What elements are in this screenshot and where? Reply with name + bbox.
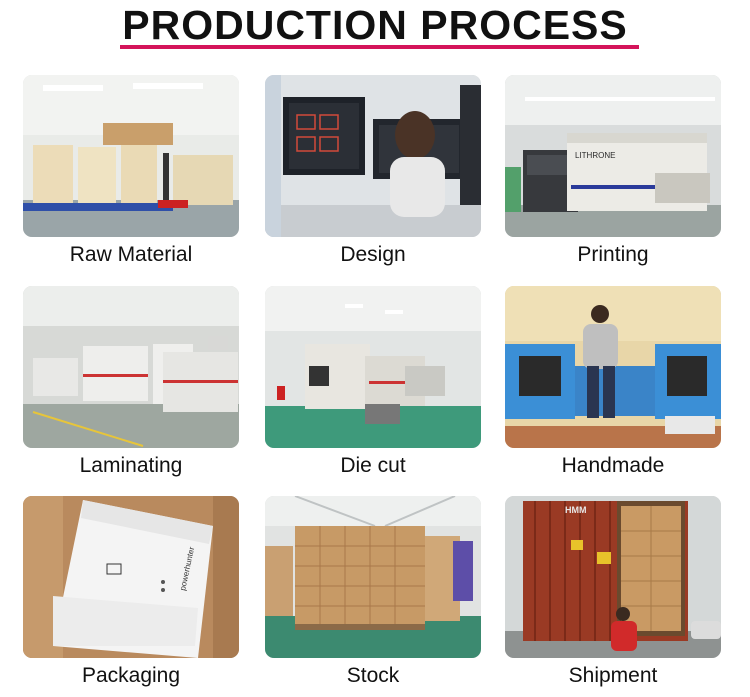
stock-label: Stock [346, 664, 400, 687]
step-packaging: powerhunter Packaging [23, 496, 239, 689]
step-die-cut: Die cut [265, 286, 481, 479]
step-laminating: Laminating [23, 286, 239, 479]
printing-label: Printing [577, 243, 649, 266]
handmade-label: Handmade [561, 454, 665, 477]
stock-photo [265, 496, 481, 658]
raw-material-photo [23, 75, 239, 237]
step-shipment: HMM Shipment [505, 496, 721, 689]
step-stock: Stock [265, 496, 481, 689]
page-title: PRODUCTION PROCESS [122, 2, 628, 48]
shipment-photo: HMM [505, 496, 721, 658]
step-raw-material: Raw Material [23, 75, 239, 268]
shipment-label: Shipment [568, 664, 658, 687]
design-label: Design [340, 243, 406, 266]
step-handmade: Handmade [505, 286, 721, 479]
printing-photo: LITHRONE [505, 75, 721, 237]
laminating-label: Laminating [79, 454, 183, 477]
container-brand: HMM [565, 505, 587, 515]
raw-material-label: Raw Material [69, 243, 193, 266]
die-cut-label: Die cut [340, 454, 406, 477]
packaging-photo: powerhunter [23, 496, 239, 658]
printing-press-brand: LITHRONE [575, 151, 615, 160]
laminating-photo [23, 286, 239, 448]
packaging-label: Packaging [81, 664, 181, 687]
step-design: Design [265, 75, 481, 268]
die-cut-photo [265, 286, 481, 448]
title-underline [120, 45, 639, 49]
design-photo [265, 75, 481, 237]
handmade-photo [505, 286, 721, 448]
step-printing: LITHRONE Printing [505, 75, 721, 268]
